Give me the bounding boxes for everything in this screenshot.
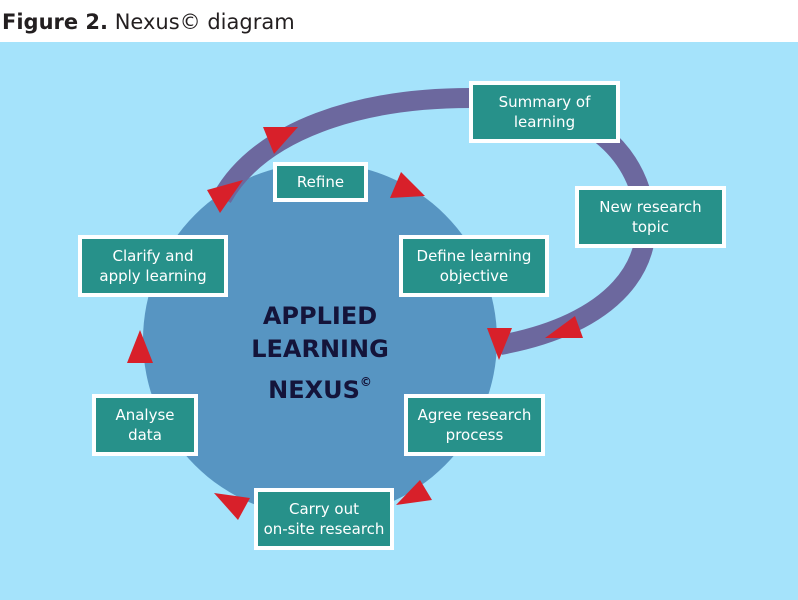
figure-caption: Figure 2. Nexus© diagram xyxy=(2,6,295,38)
arrow-icon xyxy=(214,493,250,520)
copyright-mark: © xyxy=(359,375,372,389)
arrow-icon xyxy=(487,328,512,360)
arrow-icon xyxy=(390,172,425,198)
arrow-icon xyxy=(127,330,153,363)
nexus-title-line3: NEXUS© xyxy=(268,375,372,404)
nexus-title: APPLIED LEARNING NEXUS© xyxy=(220,300,420,407)
arrow-icon xyxy=(396,480,432,505)
arrow-icon xyxy=(545,316,583,338)
figure-label: Figure 2. xyxy=(2,10,109,34)
figure-title: Nexus© diagram xyxy=(114,10,295,34)
nexus-title-line1: APPLIED xyxy=(262,302,378,330)
arrow-icon xyxy=(207,180,243,213)
step-refine: Refine xyxy=(273,162,368,202)
arrow-icon xyxy=(263,127,298,154)
nexus-title-line2: LEARNING xyxy=(251,335,389,363)
